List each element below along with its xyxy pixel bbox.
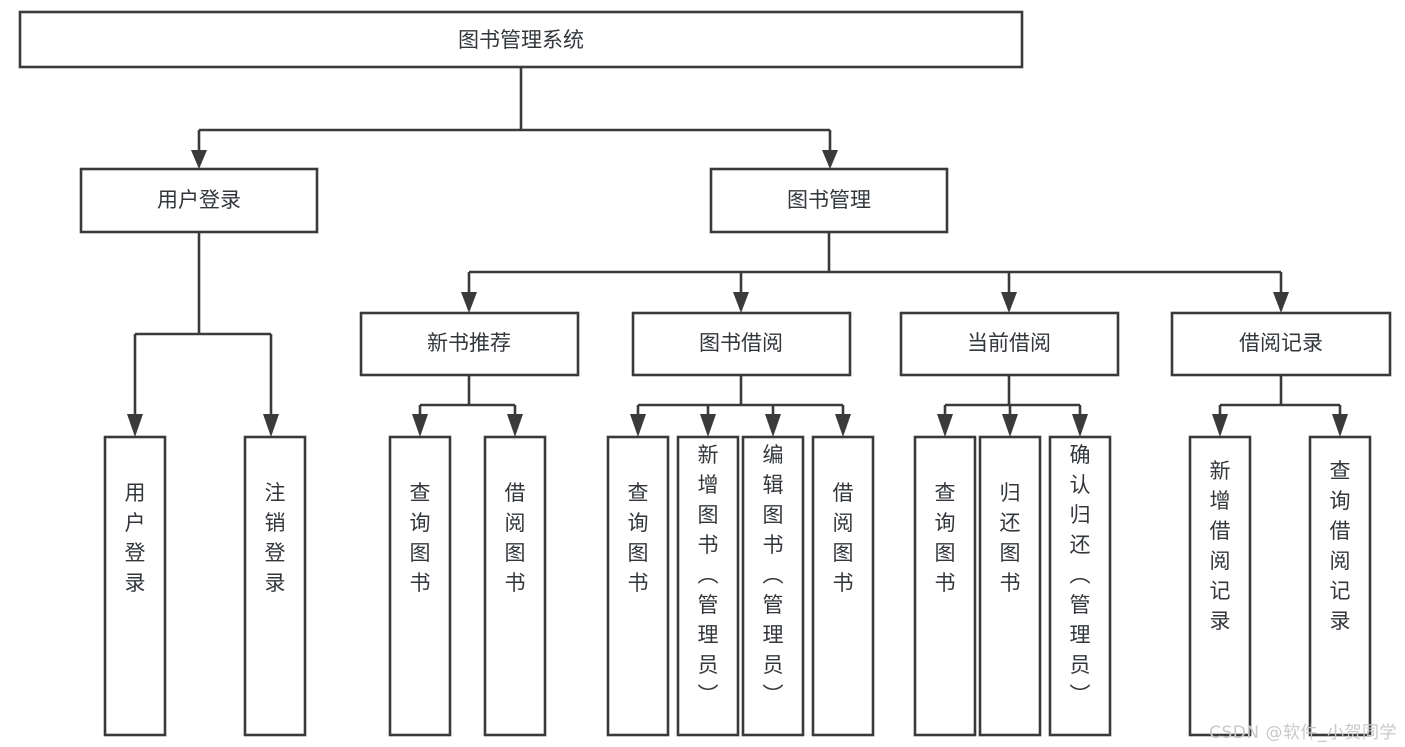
node-book-borrow-box[interactable] <box>631 311 852 377</box>
node-leaf-query-book-3-label: 查询图书 <box>935 481 956 595</box>
node-root[interactable]: 图书管理系统 <box>18 10 1024 69</box>
arrow-borrow-leaf4 <box>835 414 851 437</box>
node-leaf-return-book[interactable]: 归还图书 <box>978 435 1042 737</box>
node-new-book-recommend-box[interactable] <box>359 311 580 377</box>
arrow-borrow-leaf3 <box>765 414 781 437</box>
node-leaf-return-book-box[interactable] <box>978 435 1042 737</box>
node-leaf-borrow-book-2[interactable]: 借阅图书 <box>811 435 875 737</box>
node-root-label: 图书管理系统 <box>458 28 584 52</box>
node-book-borrow[interactable]: 图书借阅 <box>631 311 852 377</box>
node-borrow-record[interactable]: 借阅记录 <box>1170 311 1392 377</box>
arrow-bm-to-l3-1 <box>461 292 477 313</box>
node-leaf-borrow-book-1-label: 借阅图书 <box>505 481 526 595</box>
node-leaf-query-book-1-box[interactable] <box>388 435 452 737</box>
arrow-root-to-user-login <box>191 150 207 169</box>
node-leaf-query-book-1-label: 查询图书 <box>410 481 431 595</box>
node-current-borrow-label: 当前借阅 <box>967 331 1051 355</box>
node-leaf-edit-book[interactable]: 编辑图书︵管理员︶ <box>741 435 805 737</box>
node-book-manage-label: 图书管理 <box>787 188 871 212</box>
node-leaf-edit-book-label: 编辑图书︵管理员︶ <box>763 443 784 707</box>
node-leaf-confirm-return-label: 确认归还︵管理员︶ <box>1070 443 1091 707</box>
node-book-borrow-label: 图书借阅 <box>699 331 783 355</box>
node-leaf-add-book-label: 新增图书︵管理员︶ <box>698 443 719 707</box>
node-leaf-add-record-box[interactable] <box>1188 435 1252 737</box>
node-leaf-add-book[interactable]: 新增图书︵管理员︶ <box>676 435 740 737</box>
arrow-recommend-leaf1 <box>412 414 428 437</box>
node-leaf-query-book-1[interactable]: 查询图书 <box>388 435 452 737</box>
arrow-user-login-leaf1 <box>127 414 143 437</box>
node-new-book-recommend[interactable]: 新书推荐 <box>359 311 580 377</box>
node-book-manage-box[interactable] <box>709 167 949 234</box>
node-current-borrow-box[interactable] <box>899 311 1120 377</box>
connectors <box>127 67 1348 437</box>
arrow-recommend-leaf2 <box>507 414 523 437</box>
arrow-borrow-leaf2 <box>700 414 716 437</box>
node-leaf-user-login-box[interactable] <box>103 435 167 737</box>
node-borrow-record-label: 借阅记录 <box>1239 331 1323 355</box>
node-current-borrow[interactable]: 当前借阅 <box>899 311 1120 377</box>
node-leaf-borrow-book-2-box[interactable] <box>811 435 875 737</box>
node-leaf-user-logout[interactable]: 注销登录 <box>243 435 307 737</box>
node-book-manage[interactable]: 图书管理 <box>709 167 949 234</box>
node-leaf-add-record[interactable]: 新增借阅记录 <box>1188 435 1252 737</box>
arrow-current-leaf2 <box>1002 414 1018 437</box>
node-leaf-borrow-book-1-box[interactable] <box>483 435 547 737</box>
node-leaf-user-login[interactable]: 用户登录 <box>103 435 167 737</box>
node-leaf-confirm-return[interactable]: 确认归还︵管理员︶ <box>1048 435 1112 737</box>
arrow-current-leaf3 <box>1072 414 1088 437</box>
node-leaf-user-logout-label: 注销登录 <box>265 481 286 595</box>
node-leaf-query-record[interactable]: 查询借阅记录 <box>1308 435 1372 737</box>
node-leaf-edit-book-box[interactable] <box>741 435 805 737</box>
arrow-record-leaf1 <box>1212 414 1228 437</box>
node-user-login[interactable]: 用户登录 <box>79 167 319 234</box>
node-leaf-borrow-book-2-label: 借阅图书 <box>833 481 854 595</box>
node-leaf-user-login-label: 用户登录 <box>125 481 146 595</box>
arrow-record-leaf2 <box>1332 414 1348 437</box>
node-user-login-label: 用户登录 <box>157 188 241 212</box>
node-borrow-record-box[interactable] <box>1170 311 1392 377</box>
node-leaf-user-logout-box[interactable] <box>243 435 307 737</box>
csdn-watermark: CSDN @软件_小贺同学 <box>1209 723 1397 743</box>
node-leaf-query-book-2-label: 查询图书 <box>628 481 649 595</box>
node-leaf-query-record-box[interactable] <box>1308 435 1372 737</box>
arrow-bm-to-l3-4 <box>1273 292 1289 313</box>
arrow-bm-to-l3-2 <box>733 292 749 313</box>
node-user-login-box[interactable] <box>79 167 319 234</box>
node-leaf-add-record-label: 新增借阅记录 <box>1210 459 1231 633</box>
arrow-current-leaf1 <box>937 414 953 437</box>
node-leaf-query-book-3[interactable]: 查询图书 <box>913 435 977 737</box>
node-root-box[interactable] <box>18 10 1024 69</box>
node-leaf-confirm-return-box[interactable] <box>1048 435 1112 737</box>
node-leaf-query-book-3-box[interactable] <box>913 435 977 737</box>
node-leaf-query-book-2-box[interactable] <box>606 435 670 737</box>
arrow-user-login-leaf2 <box>263 414 279 437</box>
arrow-bm-to-l3-3 <box>1001 292 1017 313</box>
arrow-borrow-leaf1 <box>630 414 646 437</box>
node-leaf-query-book-2[interactable]: 查询图书 <box>606 435 670 737</box>
node-leaf-query-record-label: 查询借阅记录 <box>1330 459 1351 633</box>
node-leaf-return-book-label: 归还图书 <box>1000 481 1021 595</box>
node-leaf-borrow-book-1[interactable]: 借阅图书 <box>483 435 547 737</box>
node-new-book-recommend-label: 新书推荐 <box>427 331 511 355</box>
node-leaf-add-book-box[interactable] <box>676 435 740 737</box>
arrow-root-to-book-manage <box>822 150 838 169</box>
